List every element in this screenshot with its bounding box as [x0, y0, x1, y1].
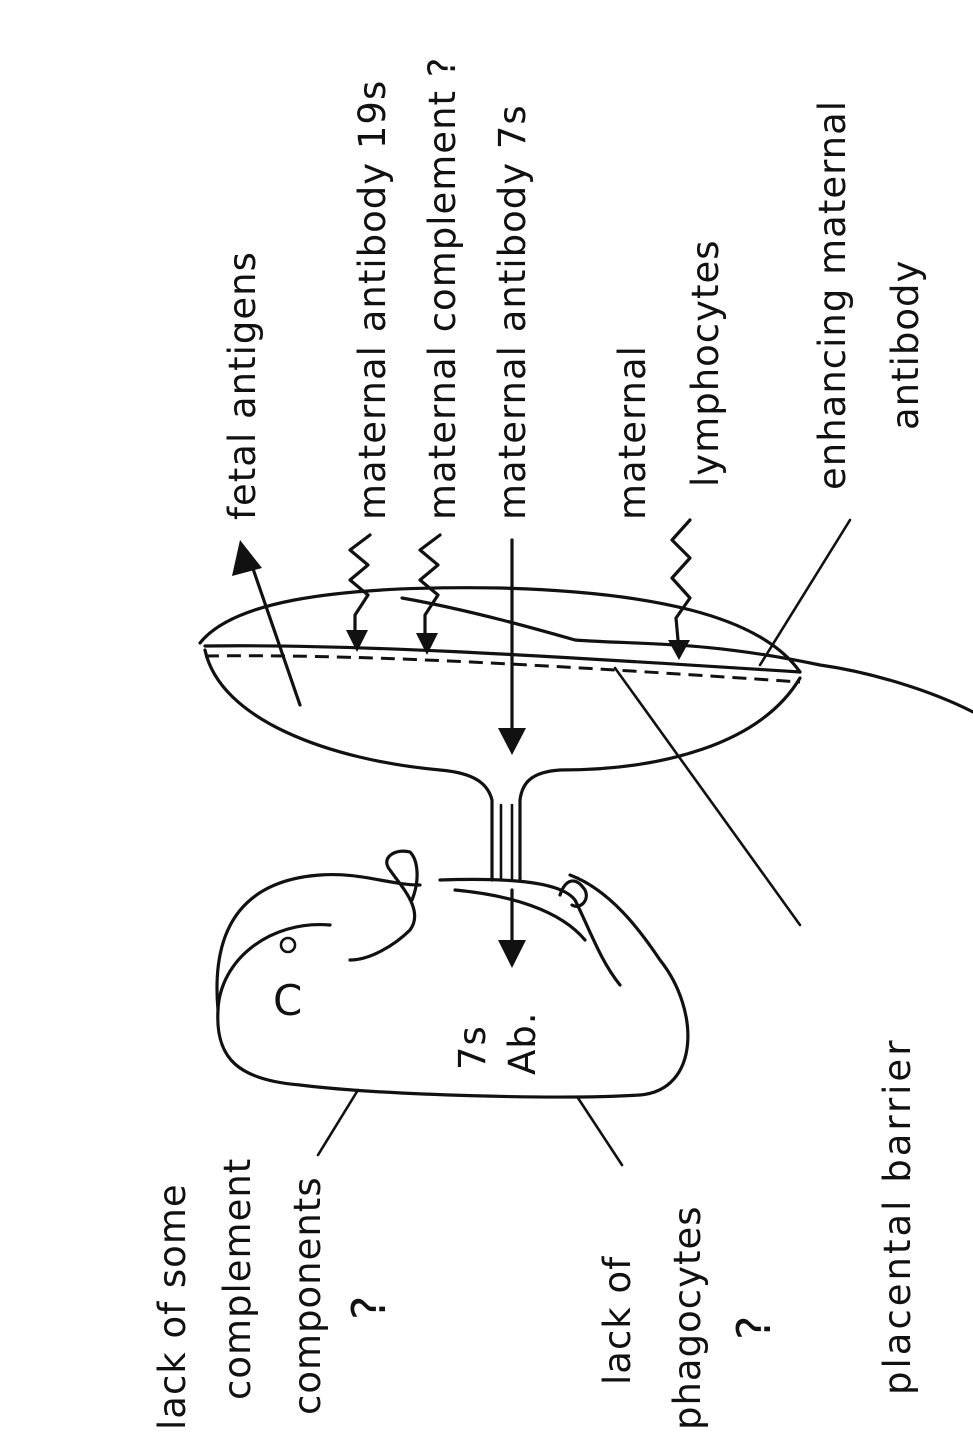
label-lack-phagocytes-q: ?: [727, 1315, 781, 1340]
fetal-antigens-arrowhead: [232, 540, 262, 576]
placenta-maternal-side: [200, 588, 800, 672]
label-fetal-antigens: fetal antigens: [221, 251, 264, 520]
maternal-antibody-7s-arrowhead: [498, 728, 526, 755]
maternal-antibody-19s-arrow: [350, 535, 370, 638]
label-lack-complement-1: lack of some: [151, 1183, 194, 1430]
fetus-back: [217, 875, 420, 1010]
label-enhancing-antibody-2: antibody: [884, 260, 927, 430]
label-lack-complement-3: components: [286, 1176, 329, 1415]
label-lack-phagocytes-2: phagocytes: [666, 1205, 709, 1430]
label-placental-barrier: placental barrier: [876, 1038, 919, 1395]
label-fetal-7s: 7s: [451, 1025, 494, 1070]
maternal-lymphocytes-arrow: [672, 520, 690, 640]
placenta-fetal-side: [205, 650, 492, 880]
label-lack-phagocytes-1: lack of: [596, 1256, 639, 1385]
label-maternal-lymphocytes-1: maternal: [611, 345, 654, 520]
fetal-antigens-arrow: [250, 560, 300, 705]
label-lack-complement-q: ?: [342, 1295, 396, 1320]
fetus-foot: [560, 881, 586, 906]
fetus-arm: [350, 851, 417, 960]
placenta-fetal-side-right: [520, 678, 800, 880]
label-maternal-antibody-19s: maternal antibody 19s: [351, 80, 394, 520]
label-maternal-lymphocytes-2: lymphocytes: [684, 239, 727, 487]
label-lack-complement-2: complement: [216, 1158, 259, 1400]
fetus-leg-2: [455, 890, 585, 940]
placental-barrier-pointer: [615, 668, 800, 925]
placental-barrier-line: [205, 646, 800, 672]
label-maternal-antibody-7s: maternal antibody 7s: [491, 104, 534, 520]
fetus-eye: C: [273, 976, 303, 1025]
fetus-ear: [281, 938, 295, 952]
enhancing-antibody-pointer: [760, 520, 850, 665]
label-maternal-complement: maternal complement ?: [421, 57, 464, 520]
label-fetal-ab: Ab.: [501, 1011, 544, 1075]
label-enhancing-antibody-1: enhancing maternal: [811, 100, 854, 490]
maternal-lymphocytes-arrowhead: [668, 640, 690, 660]
7s-transfer-arrowhead: [498, 940, 526, 968]
uterine-wall: [402, 598, 973, 712]
lack-phagocytes-pointer: [578, 1098, 622, 1165]
placental-barrier-dashed: [205, 656, 800, 682]
fetus-leg: [440, 879, 620, 985]
lack-complement-pointer: [318, 1090, 358, 1155]
